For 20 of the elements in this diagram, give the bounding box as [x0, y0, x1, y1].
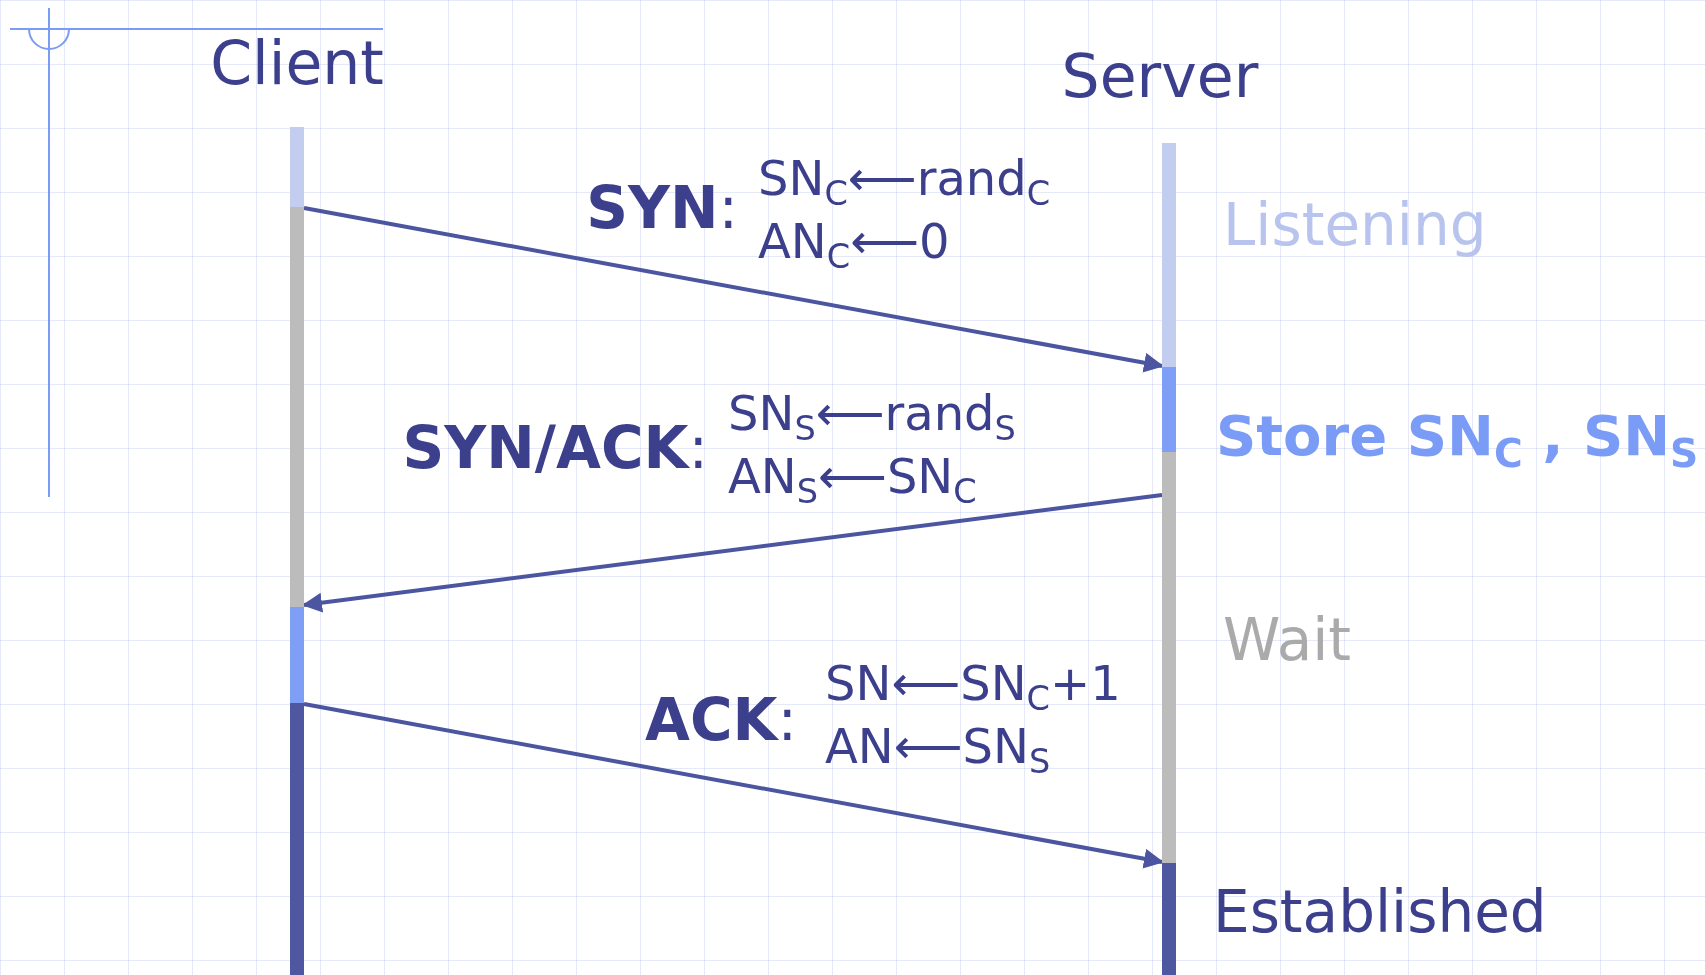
lifeline-bar: [290, 127, 304, 975]
lifeline-heading: Client: [210, 30, 384, 97]
assignment-text: AN$_{C}$⟵0: [758, 215, 950, 277]
assignment-text: SN$_{S}$⟵rand$_{S}$: [728, 387, 1016, 449]
assignment-text: SN$_{C}$⟵rand$_{C}$: [758, 152, 1051, 214]
state-label: Store SN$_{C}$ , SN$_{S}$: [1216, 404, 1699, 475]
arrow: [303, 206, 1164, 373]
arrow: [303, 702, 1164, 869]
lifeline-heading: Server: [1061, 43, 1259, 110]
edge-label: SYN/ACK:: [402, 417, 708, 481]
assignment-text: AN$_{S}$⟵SN$_{C}$: [728, 450, 977, 512]
assignment-text: SN⟵SN$_{C}$+1: [825, 657, 1121, 719]
assignment-text: AN⟵SN$_{S}$: [825, 720, 1051, 782]
state-label: Wait: [1223, 609, 1352, 674]
state-label: Established: [1213, 881, 1547, 946]
state-label: Listening: [1223, 194, 1487, 259]
arrow: [302, 493, 1163, 613]
edge-label: ACK:: [645, 689, 797, 753]
edge-label: SYN:: [586, 177, 738, 241]
lifeline-bar: [1162, 143, 1176, 975]
